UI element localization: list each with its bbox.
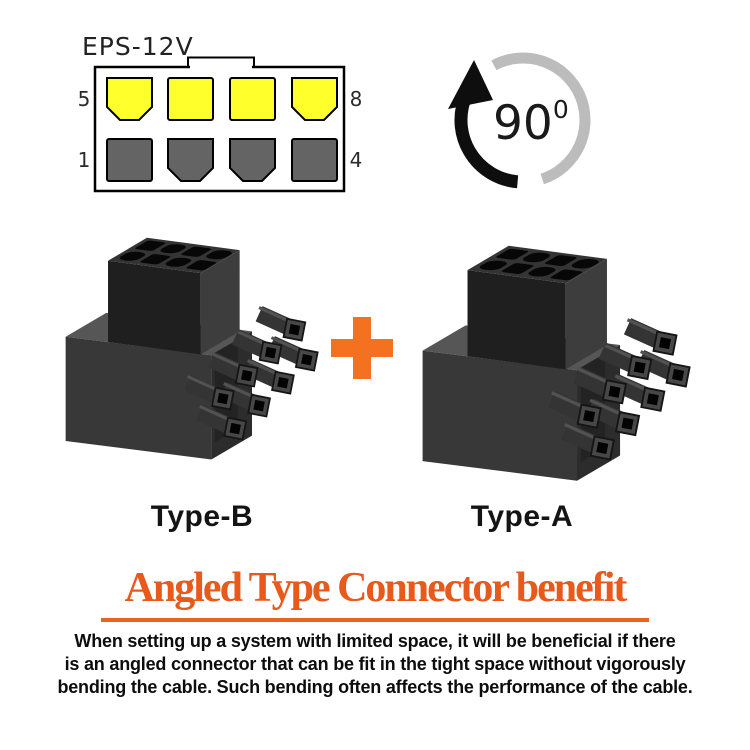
type-a-connector-photo [402,212,694,493]
type-b-label: Type-B [150,500,254,533]
pin-1 [106,138,153,182]
rotate-90-icon: 900 [448,52,591,189]
pin-3 [229,138,276,182]
eps-12v-pinout-diagram: 5 8 1 4 [78,56,363,193]
pin-number-5: 5 [78,87,91,111]
pin-4 [291,138,338,182]
type-b-connector-photo [46,206,322,471]
benefit-title: Angled Type Connector benefit [124,565,628,611]
type-a-label: Type-A [470,500,574,533]
description-line: When setting up a system with limited sp… [74,631,676,651]
rotation-arc-black [454,91,519,189]
rotation-degrees: 900 [493,95,569,151]
degrees-value: 90 [493,96,553,151]
description-line: is an angled connector that can be fit i… [64,654,686,674]
pin-number-4: 4 [350,148,363,172]
title-underline [101,618,649,622]
pin-number-1: 1 [78,148,91,172]
plus-icon [331,317,393,379]
pin-2 [167,138,214,182]
pinout-title: EPS-12V [82,32,194,61]
degrees-superscript: 0 [553,95,569,124]
pin-5 [106,77,153,121]
description-line: bending the cable. Such bending often af… [57,677,693,697]
latch-opening [190,65,252,69]
pin-6 [167,77,214,121]
rotation-arrowhead [448,60,493,109]
pin-number-8: 8 [350,87,363,111]
benefit-description: When setting up a system with limited sp… [0,630,750,699]
rotation-arc-gray [491,52,591,185]
plus-horizontal-bar [331,339,393,357]
pin-8 [291,77,338,121]
pin-7 [229,77,276,121]
